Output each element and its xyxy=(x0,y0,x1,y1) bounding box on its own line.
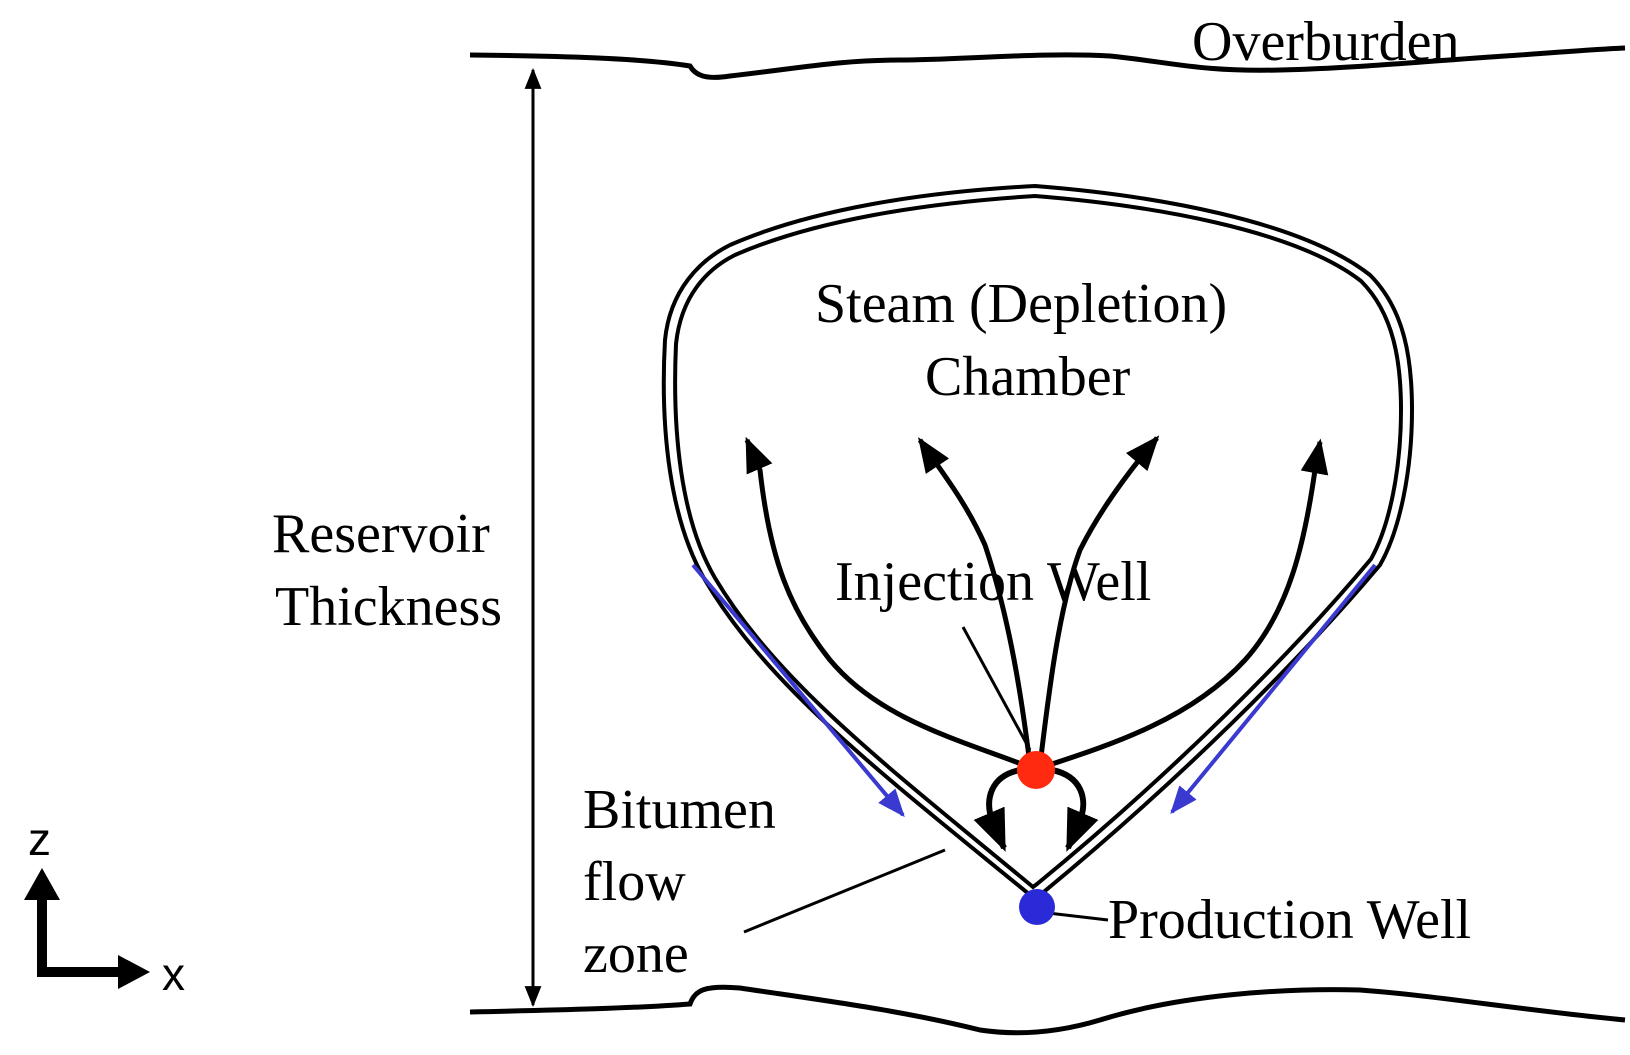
steam-flow-arrow xyxy=(1037,435,1160,766)
overburden-label: Overburden xyxy=(1192,11,1459,73)
steam-chamber-label-line2: Chamber xyxy=(925,346,1131,408)
injection-well-marker xyxy=(1017,751,1055,789)
reservoir-label-line1: Reservoir xyxy=(272,503,490,565)
underburden-boundary xyxy=(469,984,1626,1036)
production-well-label: Production Well xyxy=(1108,889,1471,951)
production-well-leader xyxy=(1047,911,1109,922)
condensate-flow-arrow xyxy=(973,767,1021,852)
steam-chamber-inner xyxy=(673,193,1404,890)
overburden-boundary xyxy=(469,45,1626,80)
injection-well-leader xyxy=(961,626,1032,751)
condensate-flow-arrow xyxy=(1051,767,1099,852)
bitumen-label-line2: flow xyxy=(583,851,686,913)
bitumen-label-line1: Bitumen xyxy=(583,779,776,841)
reservoir-label-line2: Thickness xyxy=(275,576,502,638)
axis-indicator: z x xyxy=(24,813,185,1000)
bitumen-zone-leader xyxy=(743,848,946,934)
x-axis-label: x xyxy=(162,948,185,1000)
injection-well-label: Injection Well xyxy=(835,551,1151,613)
steam-flow-arrow xyxy=(1039,438,1329,771)
steam-flow-arrow xyxy=(917,437,1033,766)
bitumen-label-line3: zone xyxy=(583,923,689,985)
steam-flow-arrow xyxy=(744,436,1033,771)
steam-chamber-label-line1: Steam (Depletion) xyxy=(815,273,1227,335)
production-well-marker xyxy=(1019,889,1055,925)
bitumen-flow-arrow xyxy=(691,563,905,818)
z-axis-label: z xyxy=(28,813,51,865)
bitumen-flow-arrow xyxy=(1170,563,1377,815)
